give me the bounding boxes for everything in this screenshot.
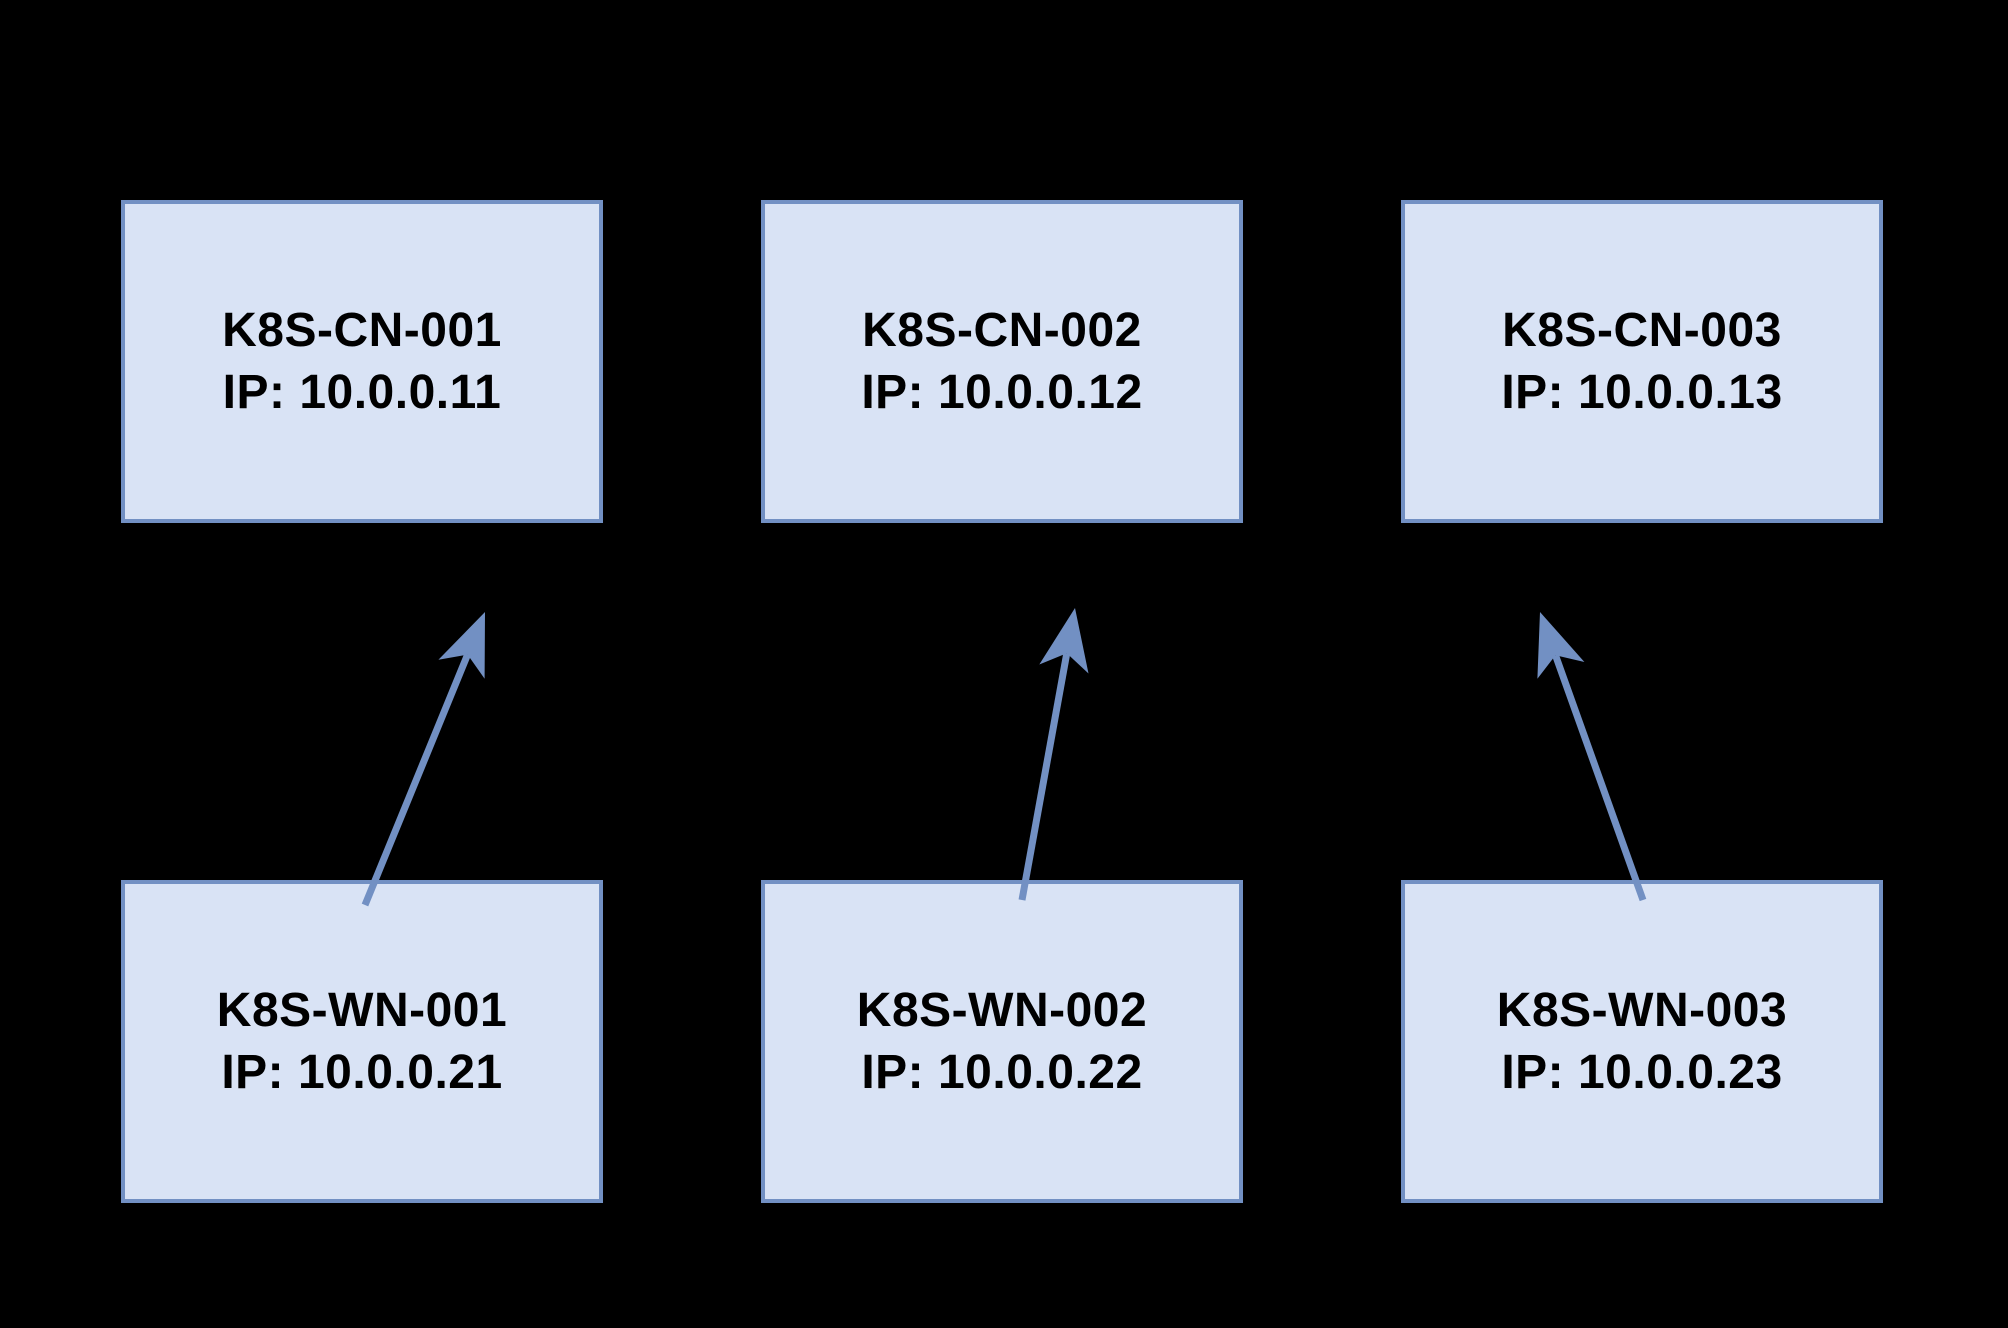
node-ip: IP: 10.0.0.22: [861, 1045, 1143, 1099]
arrow-wn001-to-cn001: [361, 612, 485, 907]
node-name: K8S-WN-003: [1496, 983, 1788, 1037]
node-label: K8S-CN-001 IP: 10.0.0.11: [222, 300, 502, 424]
node-k8s-cn-003: K8S-CN-003 IP: 10.0.0.13: [1401, 200, 1883, 523]
node-label: K8S-WN-003 IP: 10.0.0.23: [1497, 980, 1787, 1104]
node-label: K8S-CN-003 IP: 10.0.0.13: [1501, 300, 1782, 424]
arrow-wn002-to-cn002: [1018, 608, 1089, 901]
node-k8s-wn-002: K8S-WN-002 IP: 10.0.0.22: [761, 880, 1243, 1203]
node-k8s-wn-003: K8S-WN-003 IP: 10.0.0.23: [1401, 880, 1883, 1203]
node-k8s-cn-002: K8S-CN-002 IP: 10.0.0.12: [761, 200, 1243, 523]
node-ip: IP: 10.0.0.23: [1501, 1045, 1783, 1099]
node-ip: IP: 10.0.0.11: [222, 365, 502, 419]
arrow-wn003-to-cn003: [1537, 612, 1647, 902]
node-k8s-cn-001: K8S-CN-001 IP: 10.0.0.11: [121, 200, 603, 523]
node-k8s-wn-001: K8S-WN-001 IP: 10.0.0.21: [121, 880, 603, 1203]
node-ip: IP: 10.0.0.21: [221, 1045, 503, 1099]
node-label: K8S-CN-002 IP: 10.0.0.12: [861, 300, 1142, 424]
node-name: K8S-CN-001: [222, 303, 502, 357]
node-name: K8S-CN-002: [862, 303, 1142, 357]
node-name: K8S-WN-001: [216, 983, 508, 1037]
node-label: K8S-WN-002 IP: 10.0.0.22: [857, 980, 1147, 1104]
node-name: K8S-WN-002: [856, 983, 1148, 1037]
node-name: K8S-CN-003: [1502, 303, 1782, 357]
node-ip: IP: 10.0.0.13: [1501, 365, 1783, 419]
node-ip: IP: 10.0.0.12: [861, 365, 1143, 419]
node-label: K8S-WN-001 IP: 10.0.0.21: [217, 980, 507, 1104]
